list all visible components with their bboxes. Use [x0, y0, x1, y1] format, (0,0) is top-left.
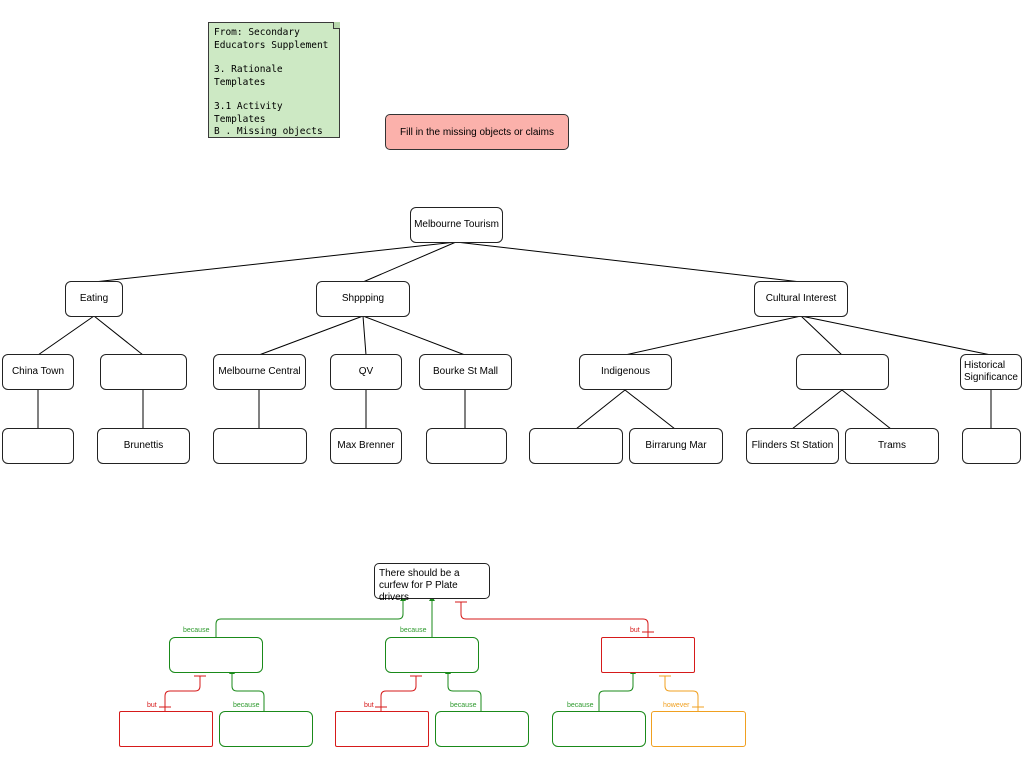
because-label-5: because	[567, 702, 594, 709]
reason-box-2[interactable]	[385, 637, 479, 673]
node-cultural-blank[interactable]	[796, 354, 889, 390]
node-historical-child-blank[interactable]	[962, 428, 1021, 464]
support-box-2[interactable]	[435, 711, 529, 747]
however-label: however	[663, 702, 690, 709]
note-line-activity: 3.1 Activity Templates	[214, 101, 289, 125]
node-china-town-child-blank[interactable]	[2, 428, 74, 464]
node-qv[interactable]: QV	[330, 354, 402, 390]
objection-box[interactable]	[601, 637, 695, 673]
node-trams[interactable]: Trams	[845, 428, 939, 464]
but-label-1: but	[630, 627, 640, 634]
category-eating[interactable]: Eating	[65, 281, 123, 317]
source-note: From: Secondary Educators Supplement 3. …	[208, 22, 340, 138]
node-melbourne-central-child-blank[interactable]	[213, 428, 307, 464]
category-shopping[interactable]: Shppping	[316, 281, 410, 317]
category-cultural-interest[interactable]: Cultural Interest	[754, 281, 848, 317]
note-line-topic: B . Missing objects and Concepts	[214, 126, 329, 150]
rebuttal-box-1[interactable]	[119, 711, 213, 747]
because-label-2: because	[400, 627, 427, 634]
node-indigenous[interactable]: Indigenous	[579, 354, 672, 390]
node-brunettis[interactable]: Brunettis	[97, 428, 190, 464]
node-eating-blank[interactable]	[100, 354, 187, 390]
note-line-source: From: Secondary Educators Supplement	[214, 27, 329, 51]
node-bourke-st-mall[interactable]: Bourke St Mall	[419, 354, 512, 390]
root-node[interactable]: Melbourne Tourism	[410, 207, 503, 243]
reason-box-1[interactable]	[169, 637, 263, 673]
but-label-2: but	[147, 702, 157, 709]
because-label-4: because	[450, 702, 477, 709]
objection-support-box[interactable]	[552, 711, 646, 747]
rebuttal-box-2[interactable]	[335, 711, 429, 747]
node-historical-significance[interactable]: Historical Significance	[960, 354, 1022, 390]
support-box-1[interactable]	[219, 711, 313, 747]
node-indigenous-child-blank[interactable]	[529, 428, 623, 464]
node-birrarung-mar[interactable]: Birrarung Mar	[629, 428, 723, 464]
node-china-town[interactable]: China Town	[2, 354, 74, 390]
instruction-banner: Fill in the missing objects or claims	[385, 114, 569, 150]
because-label-3: because	[233, 702, 260, 709]
node-max-brenner[interactable]: Max Brenner	[330, 428, 402, 464]
node-flinders-st-station[interactable]: Flinders St Station	[746, 428, 839, 464]
because-label-1: because	[183, 627, 210, 634]
but-label-3: but	[364, 702, 374, 709]
note-line-section: 3. Rationale Templates	[214, 64, 289, 88]
note-fold-corner	[333, 22, 340, 29]
claim-node[interactable]: There should be a curfew for P Plate dri…	[374, 563, 490, 603]
node-melbourne-central[interactable]: Melbourne Central	[213, 354, 306, 390]
node-bourke-child-blank[interactable]	[426, 428, 507, 464]
however-box[interactable]	[651, 711, 746, 747]
